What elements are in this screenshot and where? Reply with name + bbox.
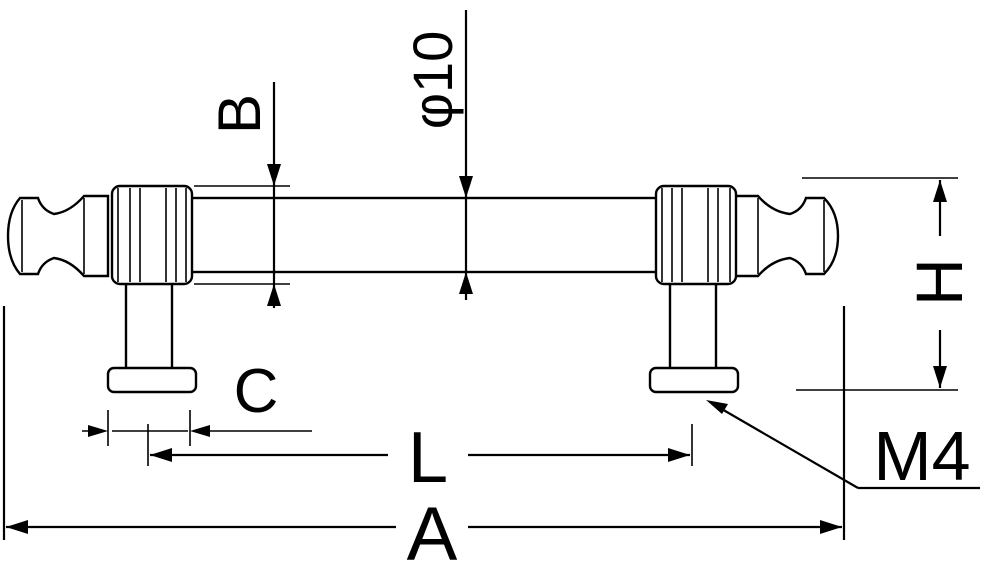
label-c: C bbox=[234, 357, 279, 426]
left-end-knob bbox=[6, 194, 110, 278]
label-l: L bbox=[408, 418, 448, 498]
dimension-a bbox=[2, 306, 846, 540]
left-post bbox=[124, 268, 174, 374]
label-phi10: φ10 bbox=[401, 31, 464, 130]
dimension-phi10 bbox=[459, 10, 473, 300]
dimension-h bbox=[796, 177, 958, 391]
right-post bbox=[668, 268, 718, 374]
handle-part bbox=[6, 184, 840, 394]
dimension-b bbox=[194, 82, 290, 308]
dimension-c bbox=[82, 410, 312, 446]
label-a: A bbox=[407, 492, 458, 577]
callout-m4 bbox=[706, 400, 980, 490]
dimension-l bbox=[147, 424, 693, 466]
handle-bar bbox=[184, 196, 660, 274]
right-foot bbox=[648, 366, 740, 394]
right-collar bbox=[654, 184, 738, 286]
left-collar bbox=[110, 184, 194, 286]
right-end-knob bbox=[732, 194, 840, 278]
label-m4: M4 bbox=[873, 417, 970, 495]
label-h: H bbox=[902, 258, 976, 306]
label-b: B bbox=[206, 94, 273, 134]
left-foot bbox=[106, 366, 198, 394]
